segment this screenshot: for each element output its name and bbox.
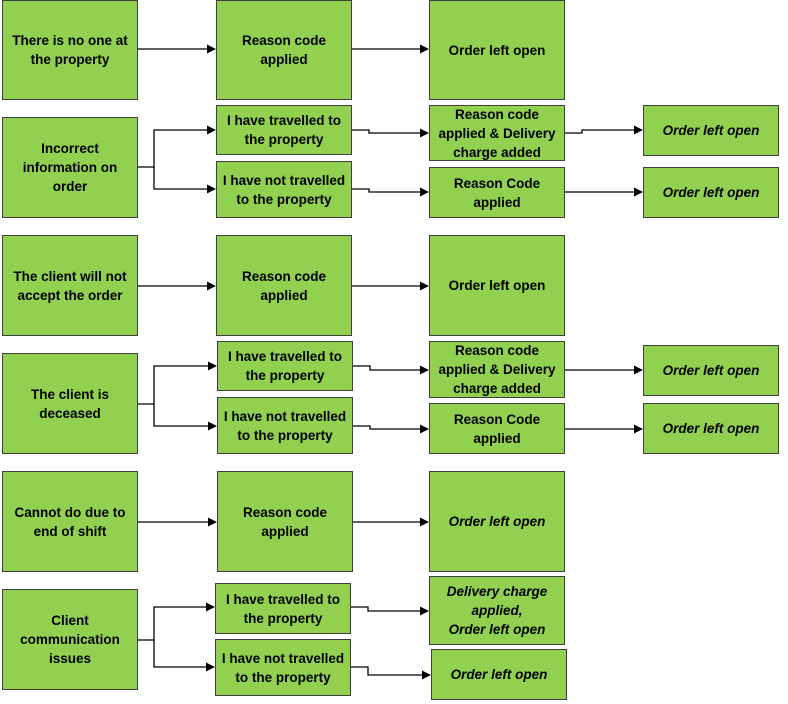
result-box: Reason Code applied bbox=[429, 167, 565, 218]
final-outcome-box: Order left open bbox=[643, 167, 779, 218]
condition-box: I have not travelled to the property bbox=[215, 639, 351, 696]
cause-box: The client is deceased bbox=[2, 353, 138, 454]
connector-arrow bbox=[351, 187, 429, 197]
result-box: Reason code applied & Delivery charge ad… bbox=[429, 105, 565, 161]
step-box: Reason code applied bbox=[217, 471, 353, 572]
outcome-box: Order left open bbox=[429, 0, 565, 100]
connector-arrow bbox=[350, 666, 431, 680]
cause-box: The client will not accept the order bbox=[2, 235, 138, 336]
connector-arrow bbox=[153, 167, 216, 194]
connector-arrow bbox=[153, 640, 215, 672]
final-outcome-box: Order left open bbox=[431, 649, 567, 700]
outcome-box: Order left open bbox=[429, 471, 565, 572]
connector-arrow bbox=[137, 361, 217, 405]
connector-arrow bbox=[137, 602, 215, 641]
cause-box: Incorrect information on order bbox=[2, 117, 138, 218]
step-box: Reason code applied bbox=[216, 0, 352, 100]
connector-arrow bbox=[153, 404, 217, 431]
condition-box: I have not travelled to the property bbox=[217, 397, 353, 454]
connector-arrow bbox=[350, 606, 429, 616]
step-box: Reason code applied bbox=[216, 235, 352, 336]
condition-box: I have travelled to the property bbox=[217, 341, 353, 391]
cause-box: Cannot do due to end of shift bbox=[2, 471, 138, 572]
condition-box: I have not travelled to the property bbox=[216, 161, 352, 218]
condition-box: I have travelled to the property bbox=[215, 583, 351, 634]
cause-box: Client communication issues bbox=[2, 589, 138, 690]
cause-box: There is no one at the property bbox=[2, 0, 138, 100]
connector-arrow bbox=[137, 125, 216, 168]
final-outcome-box: Order left open bbox=[643, 345, 779, 396]
result-box: Reason code applied & Delivery charge ad… bbox=[429, 341, 565, 398]
final-outcome-box: Order left open bbox=[643, 403, 779, 454]
connector-arrow bbox=[564, 125, 643, 135]
connector-arrow bbox=[352, 365, 429, 375]
connector-arrow bbox=[352, 424, 429, 434]
outcome-box: Order left open bbox=[429, 235, 565, 336]
final-outcome-box: Delivery charge applied, Order left open bbox=[429, 576, 565, 645]
final-outcome-box: Order left open bbox=[643, 105, 779, 156]
result-box: Reason Code applied bbox=[429, 403, 565, 454]
connector-arrow bbox=[351, 128, 429, 138]
condition-box: I have travelled to the property bbox=[216, 105, 352, 155]
